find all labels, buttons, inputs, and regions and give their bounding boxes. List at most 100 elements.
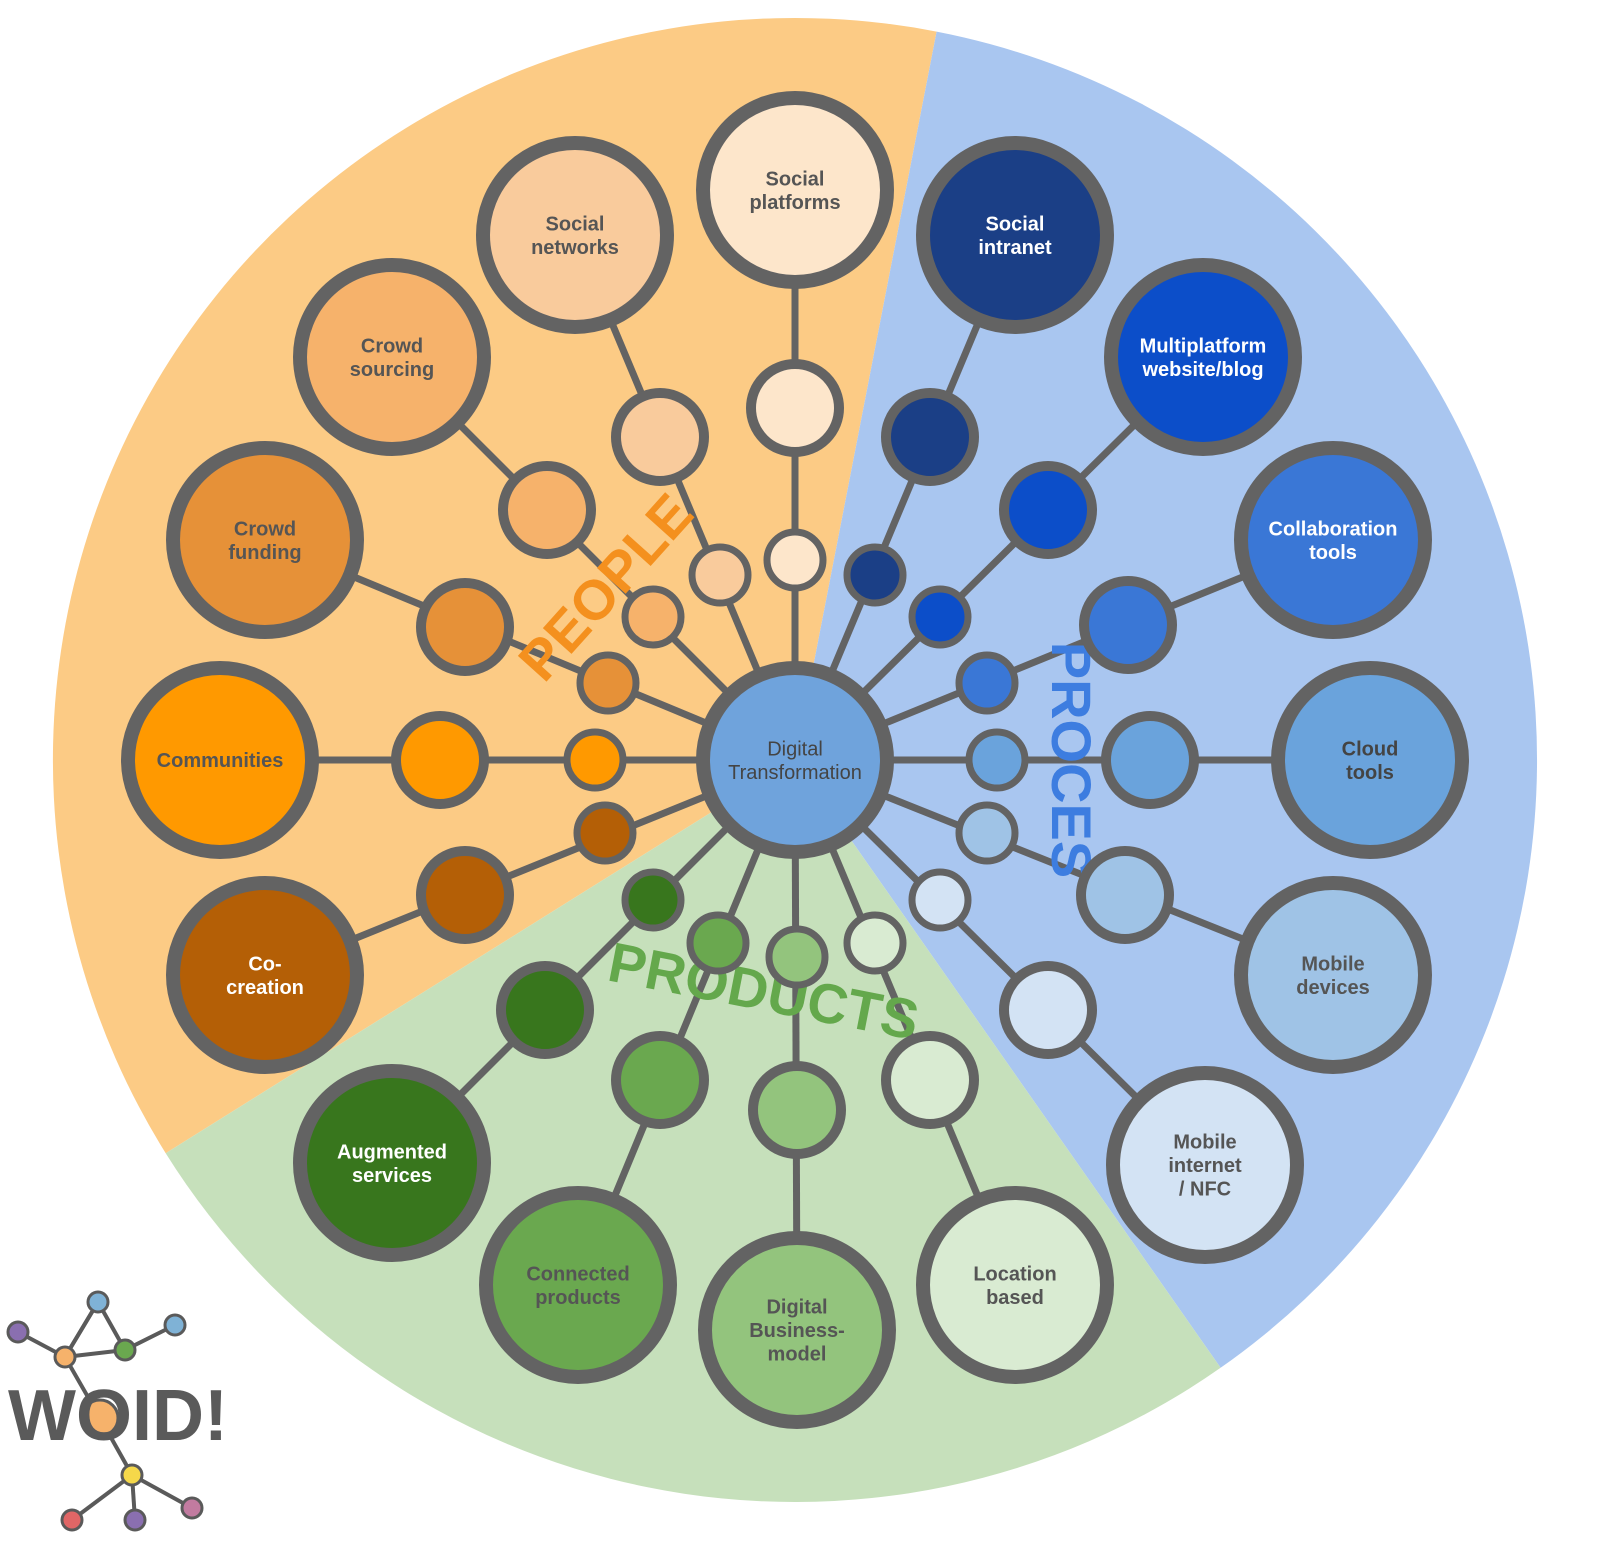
- mobile-internet-nfc-circle: [1106, 1066, 1304, 1264]
- social-networks-mid-dot: [611, 388, 709, 486]
- augmented-services-circle: [293, 1064, 491, 1262]
- logo-node: [80, 1398, 120, 1438]
- location-based-mid-dot: [881, 1031, 979, 1129]
- cloud-tools-small-dot: [965, 728, 1029, 792]
- connected-products-circle: [479, 1186, 677, 1384]
- process-section-label: PROCES: [1040, 642, 1103, 879]
- social-platforms-circle: [696, 91, 894, 289]
- mobile-devices-mid-dot: [1076, 846, 1174, 944]
- woid-logo: WOID!: [6, 1290, 228, 1532]
- digital-business-model-circle: [698, 1231, 896, 1429]
- logo-node: [120, 1463, 144, 1487]
- connected-products-mid-dot: [611, 1031, 709, 1129]
- node-co-creation: Co-creation: [166, 801, 637, 1074]
- mobile-internet-nfc-small-dot: [908, 868, 972, 932]
- logo-node: [180, 1496, 204, 1520]
- location-based-circle: [916, 1186, 1114, 1384]
- logo-edge: [70, 1473, 134, 1522]
- social-intranet-mid-dot: [881, 388, 979, 486]
- multiplatform-website-blog-circle: [1104, 258, 1302, 456]
- center-circle: [696, 661, 894, 859]
- logo-node: [163, 1313, 187, 1337]
- logo-node: [60, 1508, 84, 1532]
- mobile-devices-circle: [1234, 876, 1432, 1074]
- node-communities: Communities: [121, 661, 627, 859]
- digital-business-model-mid-dot: [748, 1061, 846, 1159]
- cloud-tools-circle: [1271, 661, 1469, 859]
- crowd-funding-circle: [166, 441, 364, 639]
- logo-node: [53, 1345, 77, 1369]
- collaboration-tools-mid-dot: [1079, 576, 1177, 674]
- logo-node: [6, 1320, 30, 1344]
- digital-business-model-small-dot: [765, 925, 829, 989]
- social-intranet-circle: [916, 136, 1114, 334]
- logo-node: [86, 1290, 110, 1314]
- logo-text: WOID!: [8, 1376, 228, 1456]
- crowd-funding-small-dot: [576, 651, 640, 715]
- connected-products-small-dot: [686, 911, 750, 975]
- logo-node: [123, 1508, 147, 1532]
- social-platforms-small-dot: [763, 528, 827, 592]
- communities-mid-dot: [391, 711, 489, 809]
- cloud-tools-mid-dot: [1101, 711, 1199, 809]
- crowd-sourcing-mid-dot: [498, 461, 596, 559]
- logo-network-icon: [6, 1290, 204, 1532]
- mobile-internet-nfc-mid-dot: [999, 961, 1097, 1059]
- crowd-funding-mid-dot: [416, 578, 514, 676]
- multiplatform-website-blog-mid-dot: [999, 461, 1097, 559]
- mobile-devices-small-dot: [955, 801, 1019, 865]
- social-networks-small-dot: [688, 543, 752, 607]
- co-creation-small-dot: [573, 801, 637, 865]
- multiplatform-website-blog-small-dot: [908, 585, 972, 649]
- crowd-sourcing-small-dot: [621, 585, 685, 649]
- location-based-small-dot: [843, 911, 907, 975]
- augmented-services-small-dot: [621, 868, 685, 932]
- logo-node: [113, 1338, 137, 1362]
- augmented-services-mid-dot: [496, 961, 594, 1059]
- co-creation-circle: [166, 876, 364, 1074]
- people-sector: [52, 17, 937, 1154]
- co-creation-mid-dot: [416, 846, 514, 944]
- social-platforms-mid-dot: [746, 359, 844, 457]
- communities-circle: [121, 661, 319, 859]
- collaboration-tools-small-dot: [955, 651, 1019, 715]
- crowd-sourcing-circle: [293, 258, 491, 456]
- communities-label: Communities: [157, 750, 284, 772]
- social-networks-circle: [476, 136, 674, 334]
- social-intranet-small-dot: [843, 543, 907, 607]
- collaboration-tools-circle: [1234, 441, 1432, 639]
- communities-small-dot: [563, 728, 627, 792]
- co-creation-label: Co-creation: [226, 953, 304, 999]
